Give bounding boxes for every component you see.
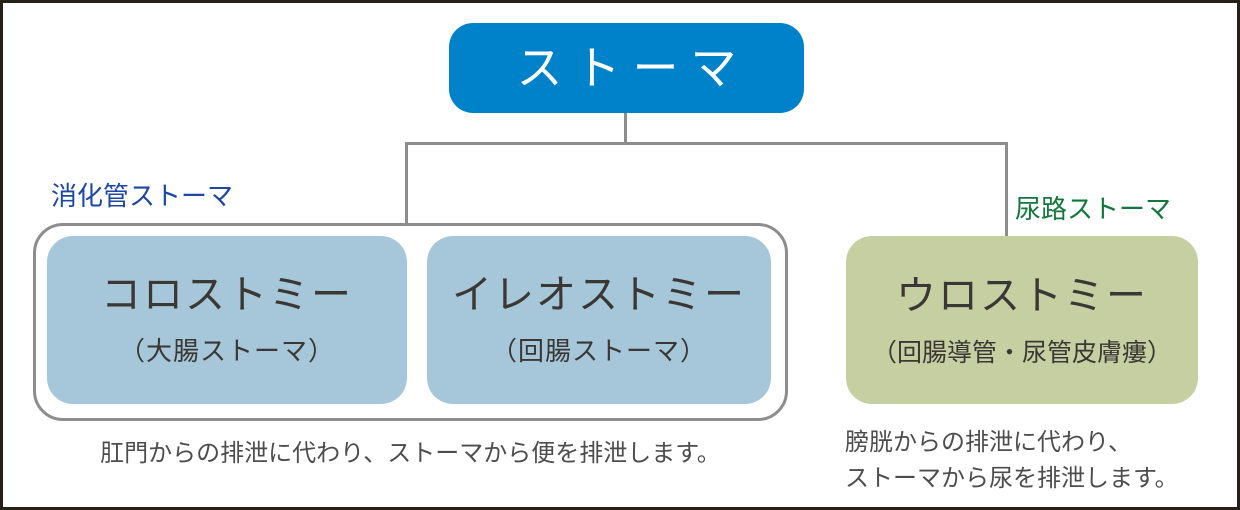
caption-urinary-stoma: 膀胱からの排泄に代わり、 ストーマから尿を排泄します。 [845, 424, 1179, 496]
branch-label-urinary-stoma: 尿路ストーマ [1015, 195, 1172, 225]
caption-urinary-line2: ストーマから尿を排泄します。 [845, 464, 1179, 492]
branch-label-digestive-stoma: 消化管ストーマ [51, 182, 234, 212]
node-ileostomy-subtitle: （回腸ストーマ） [490, 337, 707, 367]
node-ileostomy: イレオストミー （回腸ストーマ） [427, 236, 771, 404]
connector-right-branch-vertical [1005, 142, 1008, 238]
root-node-label: ストーマ [516, 41, 749, 95]
node-colostomy: コロストミー （大腸ストーマ） [47, 236, 407, 404]
connector-root-vertical [624, 113, 627, 145]
root-node-stoma: ストーマ [449, 23, 804, 113]
node-urostomy-subtitle: （回腸導管・尿管皮膚瘻） [871, 337, 1172, 367]
caption-urinary-line1: 膀胱からの排泄に代わり、 [845, 428, 1133, 456]
caption-digestive-stoma: 肛門からの排泄に代わり、ストーマから便を排泄します。 [100, 439, 721, 467]
node-colostomy-subtitle: （大腸ストーマ） [118, 337, 335, 367]
node-urostomy: ウロストミー （回腸導管・尿管皮膚瘻） [846, 236, 1198, 404]
node-ileostomy-title: イレオストミー [452, 272, 746, 318]
connector-left-branch-vertical [405, 142, 408, 225]
node-colostomy-title: コロストミー [101, 272, 353, 318]
connector-horizontal [405, 142, 1008, 145]
node-urostomy-title: ウロストミー [896, 272, 1148, 319]
